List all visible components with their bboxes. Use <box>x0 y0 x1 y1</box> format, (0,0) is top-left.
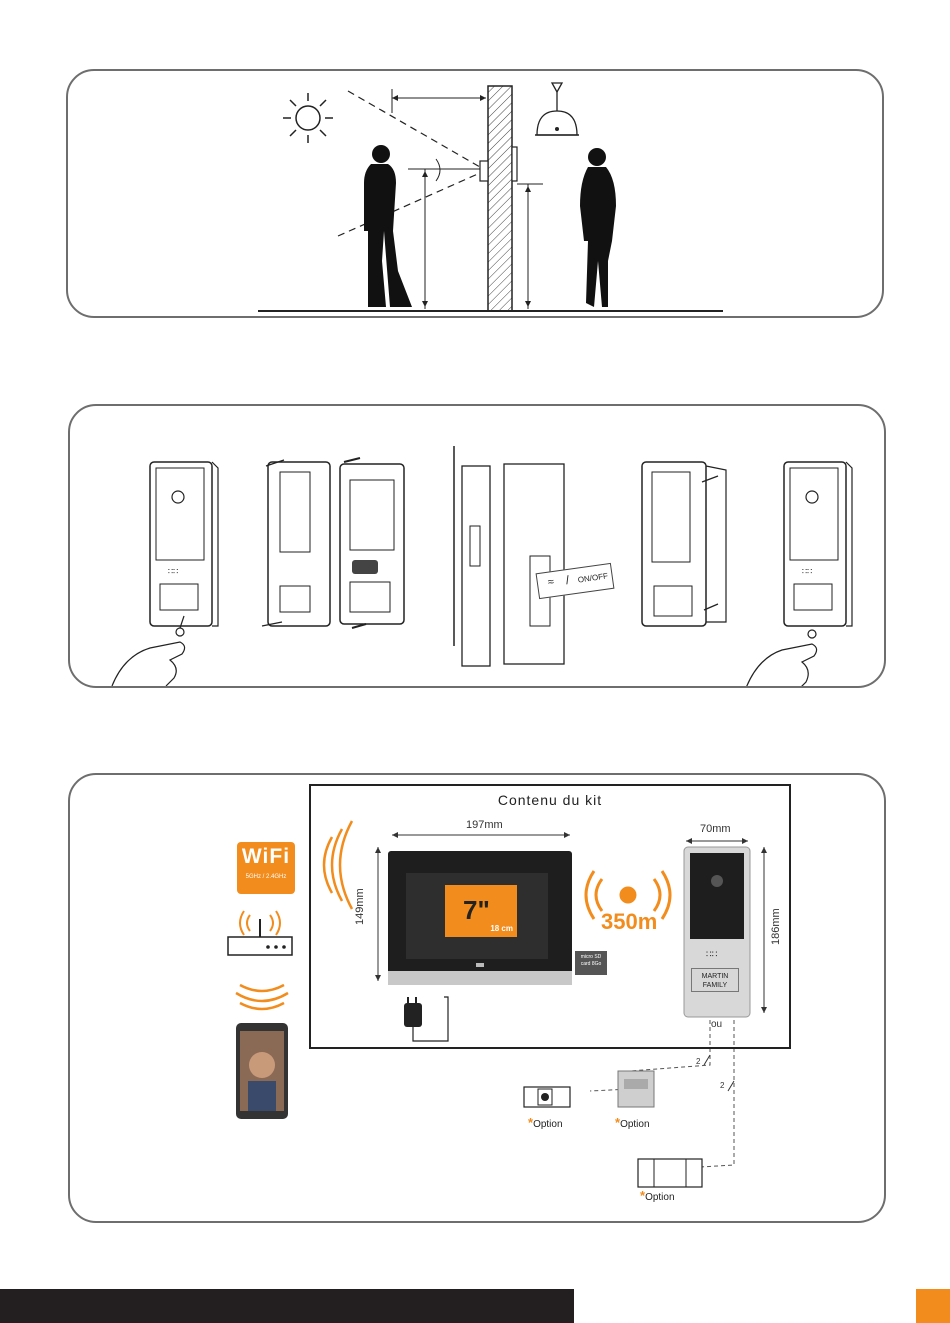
svg-text:∷∷: ∷∷ <box>168 567 178 576</box>
range-label: 350m <box>601 909 657 935</box>
hand-with-key-right <box>746 630 817 688</box>
kit-contents-panel: ∷∷ Contenu du kit WiFi 5GHz / 2.4GHz <box>68 773 886 1223</box>
wifi-badge: WiFi 5GHz / 2.4GHz <box>237 842 295 894</box>
gate-icon <box>638 1159 702 1187</box>
lock-icon <box>524 1087 570 1107</box>
plate-width-label: 70mm <box>700 823 731 835</box>
door-station-reassembly-step4 <box>642 462 726 626</box>
screen-size-badge: 7" 18 cm <box>445 885 517 937</box>
sd-label-1: micro SD <box>575 954 607 961</box>
ceiling-light-icon <box>535 83 579 135</box>
mounting-steps-diagram: ∷∷ <box>70 406 886 688</box>
wifi-logo: WiFi <box>237 842 295 872</box>
door-station-front-step5: ∷∷ <box>784 462 852 626</box>
screen-cm: 18 cm <box>490 924 513 933</box>
side-view-step3 <box>454 446 564 666</box>
door-station-open-step2 <box>262 460 330 626</box>
power-supply-icon <box>618 1071 654 1107</box>
screen-size: 7" <box>463 895 490 926</box>
kit-title: Contenu du kit <box>311 792 789 808</box>
microsd-card: micro SD card 8Go <box>575 951 607 975</box>
wire-count-2: 2 <box>720 1081 724 1090</box>
footer-page-tab <box>916 1289 950 1323</box>
option-power-text: Option <box>620 1119 649 1130</box>
door-station-back-step2 <box>340 458 404 628</box>
svg-text:∷∷: ∷∷ <box>802 567 812 576</box>
monitor-side <box>512 147 517 181</box>
signal-waves-icon <box>236 985 288 1009</box>
plate-height-label: 186mm <box>770 908 782 945</box>
installation-diagram-panel <box>66 69 884 318</box>
nameplate-line1: MARTIN <box>692 972 738 981</box>
monitor-height-label: 149mm <box>354 888 366 925</box>
wall <box>488 86 512 311</box>
installation-diagram <box>68 71 884 318</box>
wifi-router-icon <box>228 911 292 955</box>
switch-separator: / <box>565 573 570 587</box>
monitor-width-label: 197mm <box>466 819 503 831</box>
option-gate-text: Option <box>645 1192 674 1203</box>
sd-label-2: card 8Go <box>575 961 607 968</box>
footer-bar <box>0 1289 574 1323</box>
wire-count-1: 2 <box>696 1057 700 1066</box>
sun-icon <box>283 93 333 143</box>
door-station-front-step1: ∷∷ <box>150 462 218 626</box>
wifi-small-icon: ≈ <box>547 576 555 589</box>
option-lock-label: *Option <box>528 1115 563 1130</box>
door-station-side <box>480 161 488 181</box>
mounting-steps-panel: ∷∷ <box>68 404 886 688</box>
smartphone-icon <box>236 1023 288 1119</box>
wifi-bands: 5GHz / 2.4GHz <box>237 872 295 882</box>
visitor-silhouette <box>364 145 412 307</box>
option-lock-text: Option <box>533 1119 562 1130</box>
option-power-label: *Option <box>615 1115 650 1130</box>
onoff-text: ON/OFF <box>577 571 608 584</box>
nameplate: MARTIN FAMILY <box>691 968 739 992</box>
resident-silhouette <box>580 148 616 307</box>
or-label: ou <box>711 1019 722 1030</box>
nameplate-line2: FAMILY <box>692 981 738 990</box>
option-gate-label: *Option <box>640 1188 675 1203</box>
